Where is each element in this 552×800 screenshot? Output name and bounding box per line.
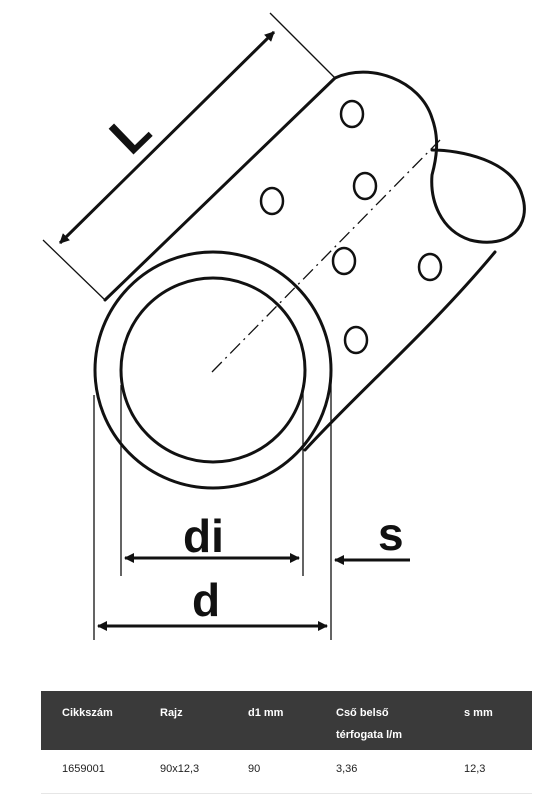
header-wall-thickness: s mm <box>464 707 493 719</box>
perforation-hole <box>339 99 365 129</box>
cell-wall-thickness: 12,3 <box>443 750 532 794</box>
perforation-hole <box>331 246 357 276</box>
perforation-hole <box>352 171 378 201</box>
pipe-outer-rim <box>93 250 333 490</box>
outer-diameter-label: d <box>192 574 220 626</box>
pipe-bottom-edge <box>303 250 497 452</box>
extension-line <box>269 12 336 79</box>
pipe-top-edge <box>103 76 337 302</box>
header-inner-volume-line2: térfogata l/m <box>336 729 403 741</box>
table-header-row: Cikkszám Rajz d1 mm Cső belső térfogata … <box>41 691 532 750</box>
specification-table: Cikkszám Rajz d1 mm Cső belső térfogata … <box>41 691 532 794</box>
header-d1: d1 mm <box>248 707 284 719</box>
header-inner-volume: Cső belső térfogata l/m <box>315 691 443 750</box>
header-item-number: Cikkszám <box>62 707 113 719</box>
wall-thickness-label: s <box>378 508 404 560</box>
pipe-centerline <box>211 139 441 373</box>
cell-item-number: 1659001 <box>41 750 139 794</box>
extension-line <box>42 239 106 301</box>
cell-d1: 90 <box>227 750 315 794</box>
header-inner-volume-line1: Cső belső <box>336 707 389 719</box>
perforation-hole <box>259 186 285 216</box>
pipe-far-end-outline <box>333 70 526 244</box>
header-drawing: Rajz <box>160 707 183 719</box>
length-label: L <box>99 102 162 166</box>
pipe-dimension-drawing: L di d s <box>42 12 526 640</box>
cell-inner-volume: 3,36 <box>315 750 443 794</box>
inner-diameter-label: di <box>183 510 224 562</box>
pipe-inner-rim <box>119 276 307 464</box>
perforation-hole <box>417 252 443 282</box>
cell-drawing: 90x12,3 <box>139 750 227 794</box>
table-row: 1659001 90x12,3 90 3,36 12,3 <box>41 750 532 794</box>
perforation-hole <box>343 325 369 355</box>
length-dimension-line <box>58 30 276 245</box>
